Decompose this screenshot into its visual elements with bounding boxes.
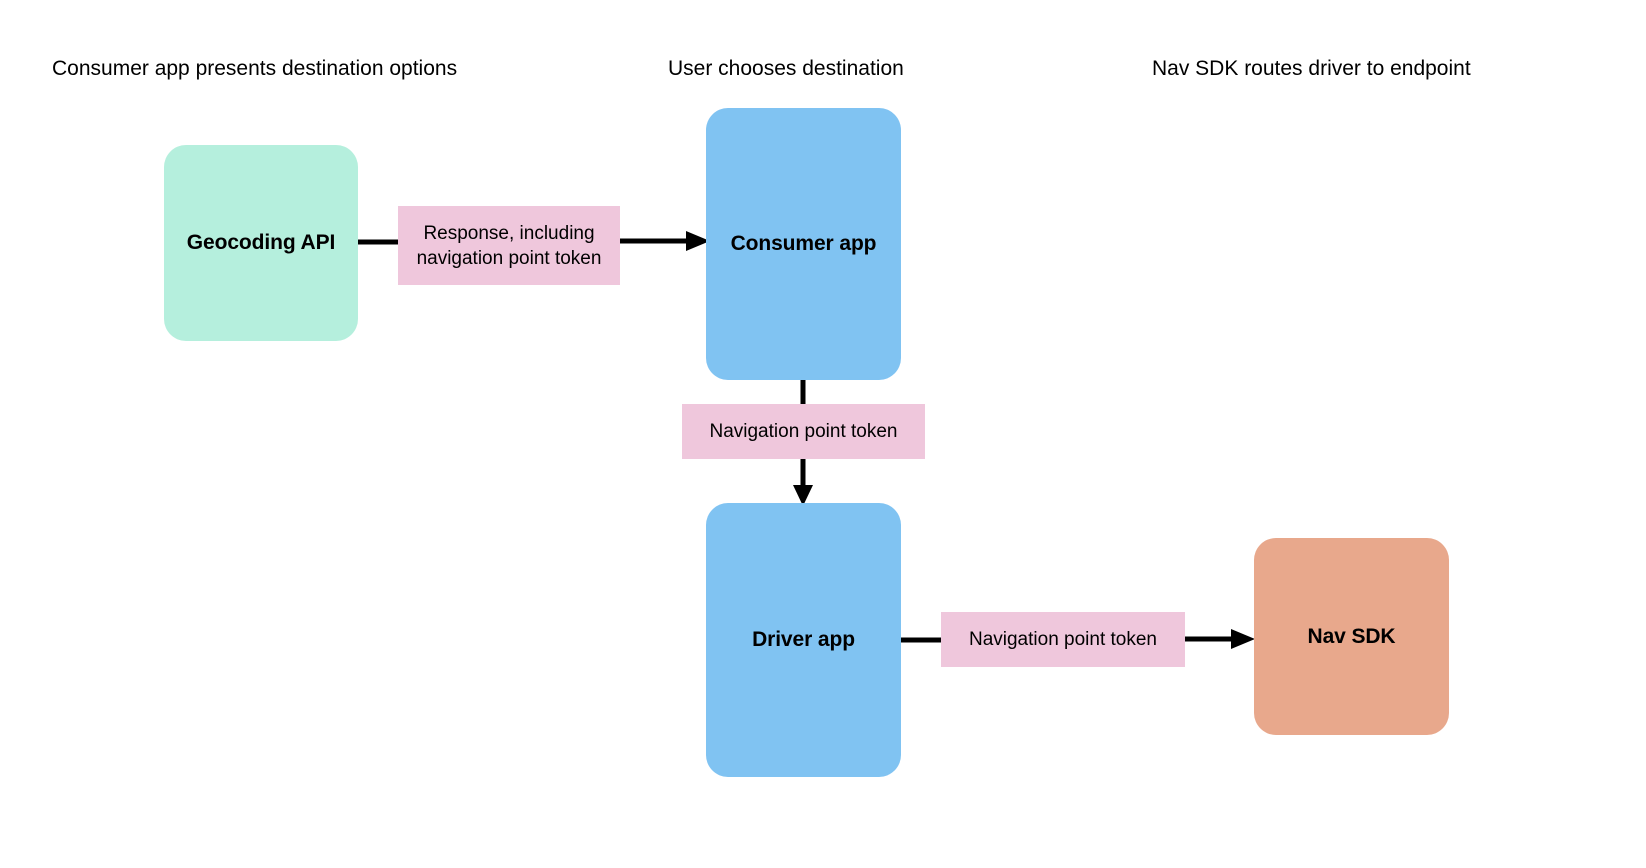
- node-nav-sdk-label: Nav SDK: [1307, 624, 1396, 648]
- column-heading-user-chooses-destination: User chooses destination: [668, 57, 904, 80]
- connector-label-to-driver-app-arrow: [789, 459, 817, 507]
- column-heading-consumer-app-presents-destination-options: Consumer app presents destination option…: [52, 57, 458, 80]
- node-geocoding-api-label: Geocoding API: [186, 231, 336, 254]
- node-nav-sdk[interactable]: Nav SDK: [1254, 538, 1449, 735]
- edge-label-navigation-point-token-consumer-to-driver: Navigation point token: [682, 404, 925, 459]
- connector-driver-app-to-label-stub: [901, 636, 943, 644]
- edge-label-navigation-point-token-driver-to-navsdk-text: Navigation point token: [968, 629, 1157, 650]
- connector-label-to-nav-sdk-arrow: [1185, 626, 1257, 652]
- node-driver-app[interactable]: Driver app: [706, 503, 901, 777]
- node-geocoding-api[interactable]: Geocoding API: [164, 145, 358, 341]
- column-heading-nav-sdk-routes-driver-to-endpoint: Nav SDK routes driver to endpoint: [1152, 57, 1471, 80]
- connector-label-to-consumer-app-arrow: [620, 228, 712, 254]
- node-consumer-app-label: Consumer app: [730, 232, 877, 255]
- edge-label-response-including-navigation-point-token-text: Response, including navigation point tok…: [416, 222, 602, 269]
- edge-label-navigation-point-token-driver-to-navsdk: Navigation point token: [941, 612, 1185, 667]
- node-consumer-app[interactable]: Consumer app: [706, 108, 901, 380]
- node-driver-app-label: Driver app: [752, 628, 855, 651]
- connector-consumer-app-to-label-stub: [799, 380, 807, 406]
- connector-geocoding-to-label-stub: [358, 238, 400, 246]
- edge-label-navigation-point-token-consumer-to-driver-text: Navigation point token: [709, 421, 898, 442]
- edge-label-response-including-navigation-point-token: Response, including navigation point tok…: [398, 206, 620, 285]
